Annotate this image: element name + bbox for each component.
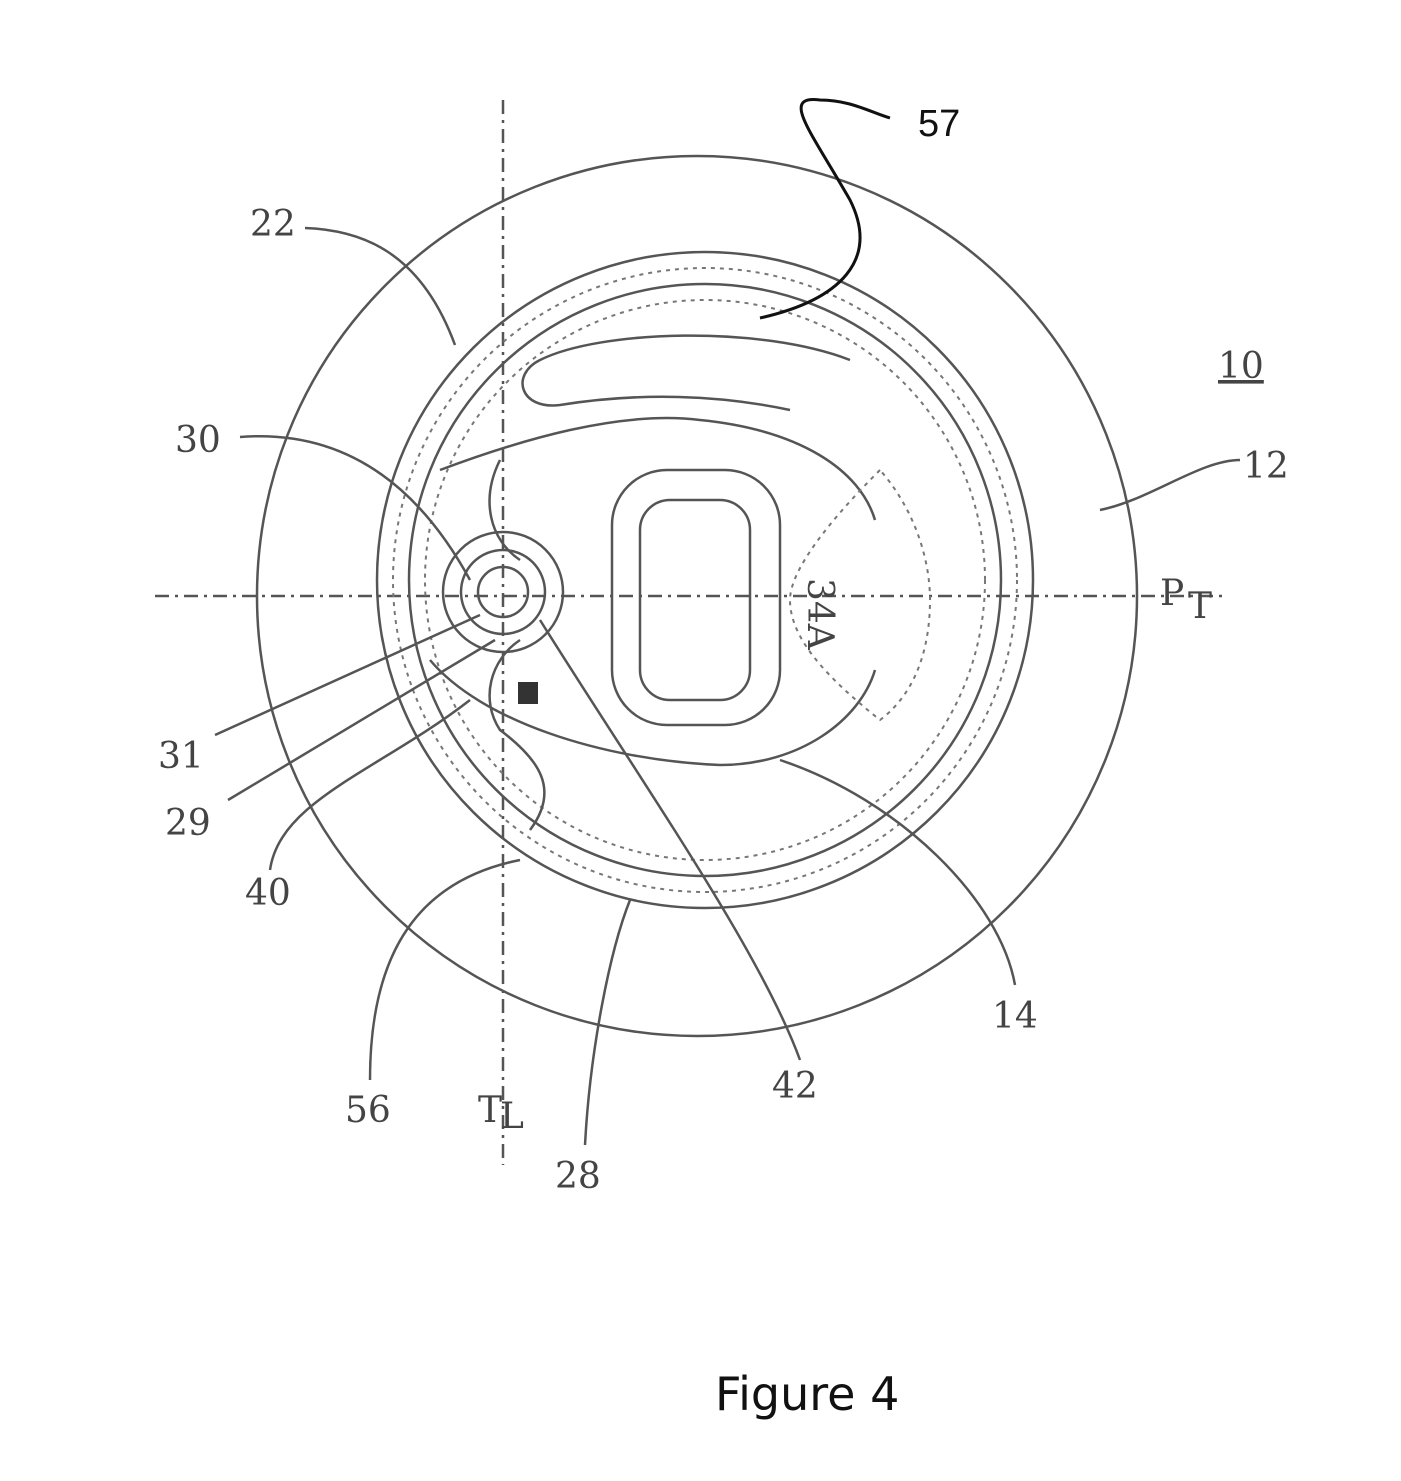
bead-circle [424, 299, 986, 861]
label-12: 12 [1243, 446, 1289, 487]
figure-caption: Figure 4 [715, 1367, 899, 1421]
upper-slot [521, 334, 851, 412]
leader-42 [538, 619, 802, 1061]
label-29: 29 [165, 803, 211, 844]
leader-31 [214, 613, 481, 737]
outer-rim-circle [255, 154, 1139, 1038]
label-p: P [1160, 573, 1184, 614]
label-28: 28 [555, 1156, 601, 1197]
label-10: 10 [1218, 346, 1264, 387]
rivet-mid [459, 548, 547, 636]
label-57: 57 [918, 103, 960, 145]
label-40: 40 [245, 873, 291, 914]
opening-inner [638, 498, 752, 702]
leader-14 [779, 758, 1017, 986]
label-t-subscript: L [500, 1096, 524, 1137]
panel-circle [407, 282, 1003, 878]
label-p-subscript: T [1188, 586, 1212, 627]
region-34a [788, 469, 932, 722]
tab-outline [429, 416, 877, 767]
label-14: 14 [992, 996, 1038, 1037]
label-30: 30 [175, 420, 221, 461]
score-circle [392, 267, 1018, 893]
tab-inner-edge [488, 459, 546, 831]
rivet-inner [476, 565, 530, 619]
label-42: 42 [772, 1066, 818, 1107]
leader-57 [759, 98, 891, 320]
label-t: T [478, 1090, 502, 1131]
label-34a: 34A [799, 578, 840, 651]
rivet-outer [441, 530, 565, 654]
marker-square [518, 682, 538, 704]
leader-29 [227, 638, 496, 802]
label-22: 22 [250, 204, 296, 245]
opening-outer [610, 468, 782, 727]
leader-56 [368, 858, 521, 1081]
leader-22 [304, 226, 457, 346]
leader-12 [1099, 458, 1241, 512]
leader-40 [268, 699, 471, 871]
label-56: 56 [345, 1090, 391, 1131]
label-31: 31 [158, 736, 204, 777]
leader-28 [583, 899, 632, 1146]
countersink-circle [375, 250, 1035, 910]
leader-30 [239, 435, 472, 581]
